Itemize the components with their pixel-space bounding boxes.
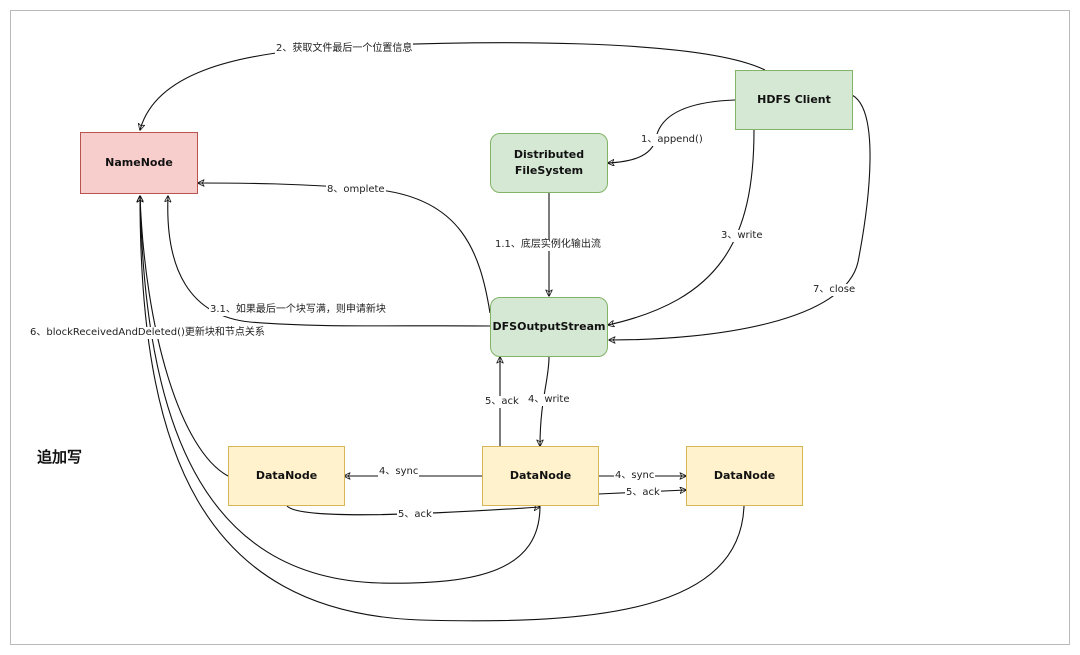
namenode-label: NameNode xyxy=(105,156,173,170)
edge-close xyxy=(609,94,871,340)
datanode-mid-label: DataNode xyxy=(509,469,572,483)
label-complete: 8、omplete xyxy=(326,184,386,196)
label-append: 1、append() xyxy=(640,134,704,146)
label-ack-bottom: 5、ack xyxy=(397,509,433,521)
label-block-received: 6、blockReceivedAndDeleted()更新块和节点关系 xyxy=(29,327,266,339)
datanode-left-box: DataNode xyxy=(228,446,345,506)
edge-ack-bottom xyxy=(286,506,540,516)
edge-append xyxy=(608,99,736,163)
hdfs-client-label: HDFS Client xyxy=(757,93,831,107)
label-apply-new-block: 3.1、如果最后一个块写满，则申请新块 xyxy=(209,304,387,316)
hdfs-client-box: HDFS Client xyxy=(735,70,853,130)
diagram-frame xyxy=(10,10,1070,645)
label-write-client: 3、write xyxy=(720,230,764,242)
label-close: 7、close xyxy=(812,284,857,296)
dfs-label-line2: FileSystem xyxy=(514,164,584,177)
distributed-filesystem-box: Distributed FileSystem xyxy=(490,133,608,193)
diagram-title: 追加写 xyxy=(37,448,83,466)
label-instantiate-stream: 1.1、底层实例化输出流 xyxy=(494,239,602,251)
edge-get-last-block-location xyxy=(140,42,766,130)
label-ack-up: 5、ack xyxy=(484,396,520,408)
datanode-left-label: DataNode xyxy=(255,469,318,483)
edge-datanode-right-to-namenode xyxy=(140,196,745,622)
edge-complete xyxy=(198,183,491,314)
label-ack-right: 5、ack xyxy=(625,487,661,499)
dfs-output-stream-box: DFSOutputStream xyxy=(490,297,608,357)
edge-write-down xyxy=(540,356,550,446)
label-sync-right: 4、sync xyxy=(614,470,656,482)
datanode-right-label: DataNode xyxy=(713,469,776,483)
dfs-output-stream-label: DFSOutputStream xyxy=(492,320,606,334)
edge-datanode-mid-to-namenode xyxy=(140,196,541,584)
label-get-last-block-location: 2、获取文件最后一个位置信息 xyxy=(275,43,414,55)
datanode-right-box: DataNode xyxy=(686,446,803,506)
label-write-down: 4、write xyxy=(527,394,571,406)
dfs-label-line1: Distributed xyxy=(513,148,585,162)
label-sync-left: 4、sync xyxy=(378,466,420,478)
edge-apply-new-block xyxy=(168,196,491,327)
edge-write-client xyxy=(608,129,755,325)
datanode-mid-box: DataNode xyxy=(482,446,599,506)
namenode-box: NameNode xyxy=(80,132,198,194)
edge-datanode-left-to-namenode xyxy=(140,196,229,477)
